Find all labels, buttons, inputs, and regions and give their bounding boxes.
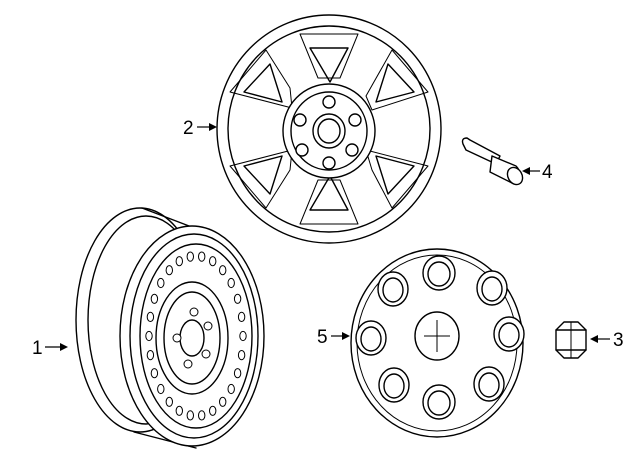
vent-hole xyxy=(227,277,235,289)
callout-1: 1 xyxy=(32,338,68,359)
vent-hole xyxy=(237,350,246,361)
alloy-wheel-hub xyxy=(282,83,376,179)
callout-5: 5 xyxy=(317,327,350,348)
callout-label-3: 3 xyxy=(613,330,624,351)
center-cap-lug-pockets xyxy=(355,255,525,420)
vent-hole xyxy=(157,277,165,289)
vent-hole xyxy=(198,410,206,421)
vent-hole xyxy=(145,330,153,342)
vent-hole xyxy=(219,396,227,407)
steel-wheel xyxy=(75,207,265,449)
vent-hole xyxy=(186,410,195,421)
vent-hole xyxy=(186,251,195,262)
vent-hole xyxy=(209,405,217,416)
vent-hole xyxy=(233,368,242,379)
vent-hole xyxy=(239,330,247,342)
valve-stem xyxy=(461,137,524,186)
vent-hole xyxy=(209,256,217,267)
steel-wheel-vent-holes xyxy=(145,251,247,421)
vent-hole xyxy=(237,311,246,322)
vent-hole xyxy=(233,293,242,304)
vent-hole xyxy=(150,293,159,304)
vent-hole xyxy=(146,350,155,361)
lug-nut xyxy=(555,321,587,359)
vent-hole xyxy=(150,368,159,379)
vent-hole xyxy=(227,383,235,395)
vent-hole xyxy=(165,396,174,407)
callout-4: 4 xyxy=(522,162,553,183)
vent-hole xyxy=(219,265,227,276)
callout-label-4: 4 xyxy=(542,162,553,183)
alloy-wheel-spoke-windows xyxy=(229,33,429,225)
vent-hole xyxy=(175,405,184,416)
callout-label-5: 5 xyxy=(317,327,328,348)
callout-label-1: 1 xyxy=(32,338,43,359)
callout-label-2: 2 xyxy=(183,118,194,139)
alloy-wheel xyxy=(216,14,442,244)
vent-hole xyxy=(165,265,174,276)
center-cap xyxy=(350,248,525,438)
vent-hole xyxy=(146,311,155,322)
vent-hole xyxy=(157,383,165,395)
vent-hole xyxy=(198,251,206,262)
callout-2: 2 xyxy=(183,118,217,139)
callout-3: 3 xyxy=(590,330,624,351)
vent-hole xyxy=(175,256,184,267)
